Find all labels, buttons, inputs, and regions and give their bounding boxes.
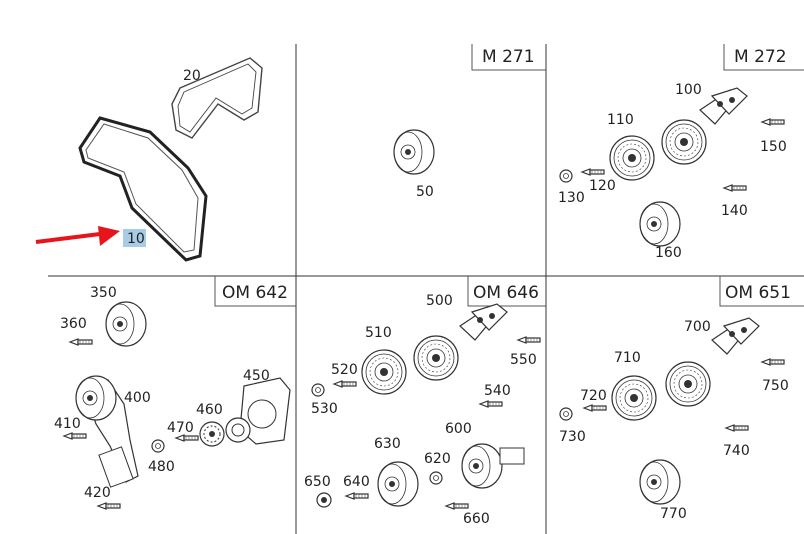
label-630: 630 [374,436,401,452]
bolt-410 [63,432,87,440]
label-510: 510 [365,325,392,341]
label-420: 420 [84,485,111,501]
pulley-350 [105,301,147,347]
label-50: 50 [416,184,434,200]
bolt-720 [583,404,607,412]
tensioner-100 [699,87,748,125]
pulley-110 [609,135,655,181]
label-410: 410 [54,416,81,432]
bolt-520 [333,380,357,388]
hub-600 [499,447,525,465]
label-480: 480 [148,459,175,475]
bolt-550 [517,336,541,344]
pulley-510 [361,349,407,395]
bolt-750 [761,358,785,366]
svg-text:OM 651: OM 651 [725,283,791,303]
engine-label-m271: M 271 [471,44,546,71]
label-770: 770 [660,506,687,522]
belt-10-drawing [78,116,208,262]
engine-label-m272: M 272 [723,44,804,71]
label-700: 700 [684,319,711,335]
pulley-770 [639,459,681,505]
engine-label-om651: OM 651 [719,276,804,307]
bolt-140 [723,184,747,192]
label-550: 550 [510,352,537,368]
label-120: 120 [589,178,616,194]
belt-20-drawing [171,57,263,139]
engine-label-om646: OM 646 [467,276,546,307]
label-640: 640 [343,474,370,490]
label-160: 160 [655,245,682,261]
label-730: 730 [559,429,586,445]
label-720: 720 [580,388,607,404]
bearing-460 [225,417,251,443]
pulley-600 [461,443,503,489]
label-460: 460 [196,402,223,418]
label-600: 600 [445,421,472,437]
label-650: 650 [304,474,331,490]
tensioner-500 [459,303,508,341]
label-100: 100 [675,82,702,98]
label-140: 140 [721,203,748,219]
pulley-700 [665,361,711,407]
label-400: 400 [124,390,151,406]
bolt-540 [479,400,503,408]
label-540: 540 [484,383,511,399]
bolt-420 [97,502,121,510]
tensioner-700 [711,317,760,355]
label-150: 150 [760,139,787,155]
label-470: 470 [167,420,194,436]
pulley-630 [377,461,419,507]
pulley-100 [661,119,707,165]
nut-130 [559,169,573,183]
label-360: 360 [60,316,87,332]
label-520: 520 [331,362,358,378]
nut-620 [429,471,443,485]
label-350: 350 [90,285,117,301]
pulley-160 [639,201,681,247]
engine-label-om642: OM 642 [214,276,296,307]
nut-530 [311,383,325,397]
label-740: 740 [723,443,750,459]
label-530: 530 [311,401,338,417]
svg-text:M 272: M 272 [734,47,787,67]
label-500: 500 [426,293,453,309]
label-620: 620 [424,451,451,467]
label-450: 450 [243,368,270,384]
pulley-460 [199,421,225,447]
red-arrow-icon [35,226,120,246]
washer-650 [316,492,332,508]
bolt-740 [725,424,749,432]
nut-730 [559,407,573,421]
label-130: 130 [558,190,585,206]
bolt-640 [345,492,369,500]
bolt-120 [581,168,605,176]
pulley-400 [75,375,117,421]
bolt-660 [445,502,469,510]
nut-480 [151,439,165,453]
svg-text:OM 646: OM 646 [473,283,539,303]
pulley-50 [393,129,435,175]
label-660: 660 [463,511,490,527]
label-750: 750 [762,378,789,394]
bolt-360 [69,338,93,346]
label-20: 20 [183,68,201,84]
svg-text:M 271: M 271 [482,47,535,67]
pulley-710 [611,375,657,421]
bolt-150 [761,118,785,126]
label-10: 10 [127,231,145,247]
label-10-highlight [123,229,146,247]
label-110: 110 [607,112,634,128]
pulley-500 [413,335,459,381]
svg-text:OM 642: OM 642 [222,283,288,303]
label-710: 710 [614,350,641,366]
